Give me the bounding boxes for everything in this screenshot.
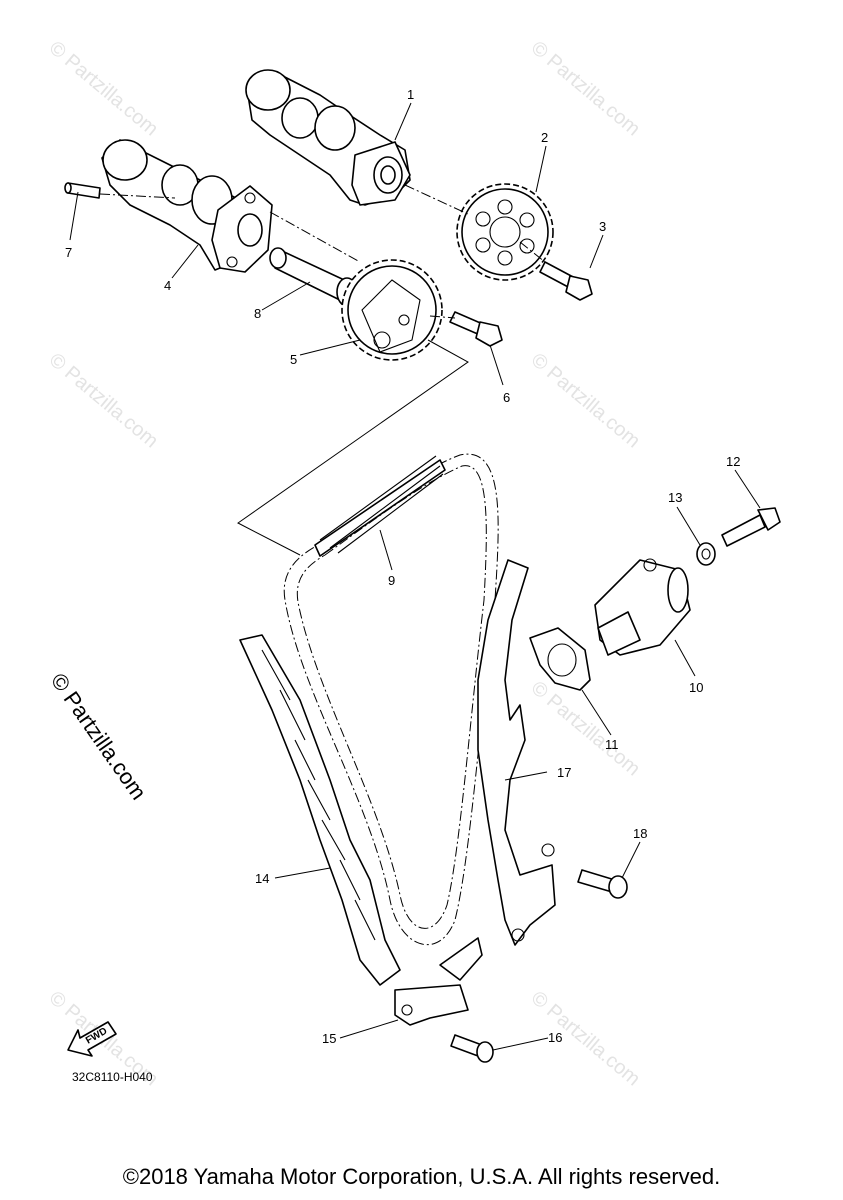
tensioner-bolt (721, 507, 781, 547)
alignment-line (269, 211, 361, 263)
watermark: © Partzilla.com (527, 37, 644, 140)
watermark: © Partzilla.com (45, 349, 162, 452)
callout-13: 13 (668, 490, 682, 505)
camshaft-exhaust (245, 69, 411, 206)
callout-1: 1 (407, 87, 414, 102)
guide-bolt-right (577, 869, 628, 899)
callout-10: 10 (689, 680, 703, 695)
timing-chain (283, 453, 499, 946)
chain-guide-right (477, 559, 556, 946)
chain-tensioner (594, 558, 691, 656)
copyright-notice: ©2018 Yamaha Motor Corporation, U.S.A. A… (122, 1164, 721, 1189)
callout-labels: 1 2 3 4 5 6 7 8 9 10 11 12 13 14 15 16 1… (65, 87, 740, 1046)
callout-17: 17 (557, 765, 571, 780)
callout-9: 9 (388, 573, 395, 588)
tensioner-washer (696, 542, 716, 566)
chain-guide-stopper (394, 937, 483, 1026)
callout-18: 18 (633, 826, 647, 841)
alignment-line (429, 315, 456, 319)
callout-11: 11 (605, 737, 619, 752)
callout-2: 2 (541, 130, 548, 145)
callout-12: 12 (726, 454, 740, 469)
watermark: © Partzilla.com (527, 677, 644, 780)
watermark: © Partzilla.com (45, 37, 162, 140)
callout-6: 6 (503, 390, 510, 405)
camshaft-intake (101, 139, 273, 273)
callout-14: 14 (255, 871, 269, 886)
diagram-code: 32C8110-H040 (72, 1070, 153, 1084)
callout-4: 4 (164, 278, 171, 293)
alignment-line (519, 241, 546, 263)
chain-bracket (237, 339, 469, 556)
tensioner-gasket (529, 627, 591, 691)
callout-8: 8 (254, 306, 261, 321)
brand-watermark: © Partzilla.com (46, 669, 152, 805)
callout-15: 15 (322, 1031, 336, 1046)
callout-7: 7 (65, 245, 72, 260)
sprocket-bolt-intake (449, 311, 503, 347)
sprocket-bolt-exhaust (539, 261, 593, 301)
leader-lines (69, 102, 761, 1051)
chain-guide-left (239, 634, 401, 986)
alignment-line (99, 193, 176, 199)
guide-bolt-bottom (450, 1034, 494, 1063)
alignment-line (404, 184, 471, 216)
cam-pin (64, 182, 101, 199)
cam-sprocket-exhaust (456, 183, 554, 281)
callout-16: 16 (548, 1030, 562, 1045)
cam-sprocket-intake (341, 259, 443, 361)
watermark: © Partzilla.com (527, 349, 644, 452)
callout-5: 5 (290, 352, 297, 367)
callout-3: 3 (599, 219, 606, 234)
